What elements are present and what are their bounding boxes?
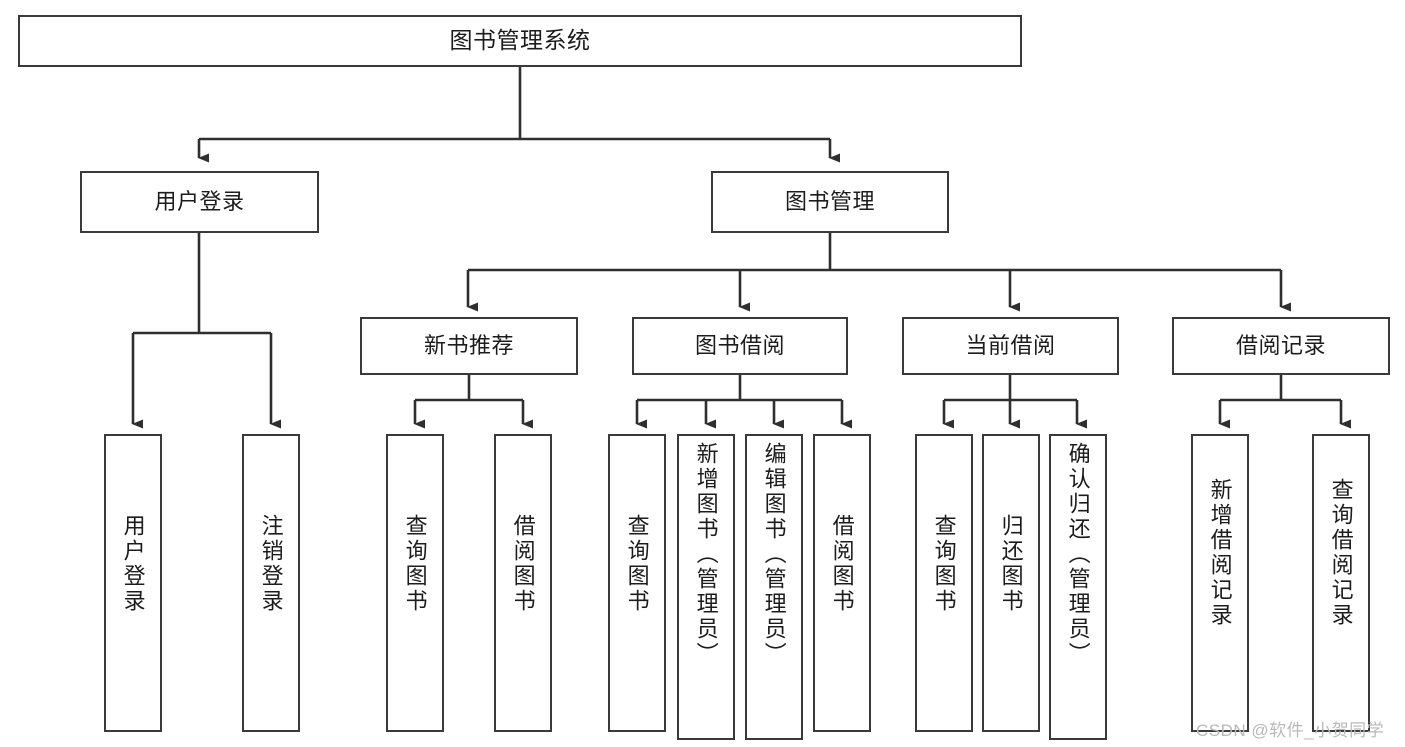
node-label: 当前借阅 bbox=[965, 332, 1056, 358]
node-user-login[interactable]: 用户登录 bbox=[80, 171, 319, 233]
node-label: 图书管理系统 bbox=[449, 27, 591, 54]
node-label: 新增图书（管理员） bbox=[693, 442, 719, 667]
node-label: 查询图书 bbox=[931, 514, 957, 614]
node-root-system[interactable]: 图书管理系统 bbox=[18, 15, 1022, 67]
node-label: 编辑图书（管理员） bbox=[761, 442, 787, 667]
node-leaf-user-login[interactable]: 用户登录 bbox=[104, 434, 162, 732]
node-leaf-edit-book-admin[interactable]: 编辑图书（管理员） bbox=[745, 434, 803, 740]
node-leaf-query-book-current[interactable]: 查询图书 bbox=[915, 434, 973, 732]
node-book-borrowing[interactable]: 图书借阅 bbox=[632, 317, 848, 375]
node-label: 确认归还（管理员） bbox=[1065, 442, 1091, 667]
node-leaf-add-book-admin[interactable]: 新增图书（管理员） bbox=[677, 434, 735, 740]
node-leaf-add-borrow-record[interactable]: 新增借阅记录 bbox=[1191, 434, 1249, 732]
node-label: 注销登录 bbox=[258, 514, 284, 614]
node-label: 查询借阅记录 bbox=[1328, 478, 1354, 628]
node-label: 查询图书 bbox=[402, 514, 428, 614]
node-new-book-recommendation[interactable]: 新书推荐 bbox=[360, 317, 578, 375]
node-leaf-query-borrow-record[interactable]: 查询借阅记录 bbox=[1312, 434, 1370, 732]
node-label: 借阅图书 bbox=[829, 514, 855, 614]
node-leaf-return-book[interactable]: 归还图书 bbox=[982, 434, 1040, 732]
node-leaf-query-book-borrow[interactable]: 查询图书 bbox=[608, 434, 666, 732]
csdn-watermark: CSDN @软件_小贺同学 bbox=[1196, 721, 1385, 740]
node-label: 归还图书 bbox=[998, 514, 1024, 614]
node-label: 查询图书 bbox=[624, 514, 650, 614]
node-leaf-query-book-recommend[interactable]: 查询图书 bbox=[386, 434, 444, 732]
node-leaf-borrow-book[interactable]: 借阅图书 bbox=[813, 434, 871, 732]
node-label: 新书推荐 bbox=[423, 332, 514, 358]
node-borrowing-record[interactable]: 借阅记录 bbox=[1172, 317, 1390, 375]
node-label: 用户登录 bbox=[120, 514, 146, 614]
node-label: 借阅图书 bbox=[510, 514, 536, 614]
node-leaf-borrow-book-recommend[interactable]: 借阅图书 bbox=[494, 434, 552, 732]
node-leaf-logout[interactable]: 注销登录 bbox=[242, 434, 300, 732]
node-leaf-confirm-return-admin[interactable]: 确认归还（管理员） bbox=[1049, 434, 1107, 740]
node-book-management[interactable]: 图书管理 bbox=[711, 171, 949, 233]
node-current-borrowing[interactable]: 当前借阅 bbox=[902, 317, 1119, 375]
node-label: 新增借阅记录 bbox=[1207, 478, 1233, 628]
node-label: 图书借阅 bbox=[694, 332, 785, 358]
node-label: 借阅记录 bbox=[1235, 332, 1326, 358]
node-label: 用户登录 bbox=[154, 188, 245, 214]
node-label: 图书管理 bbox=[784, 188, 875, 214]
